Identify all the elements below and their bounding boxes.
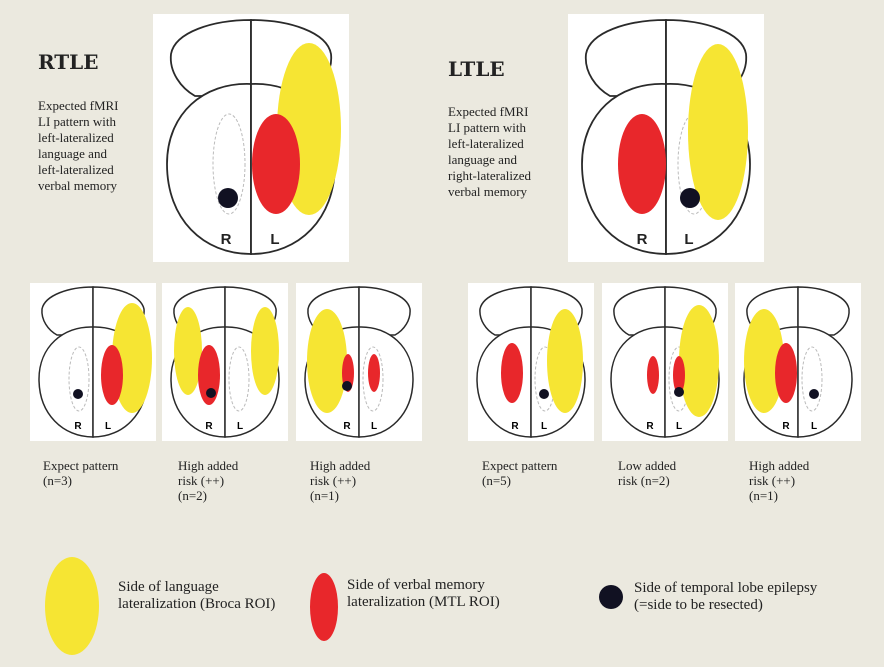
rtle-main-brain: R L [153,14,349,262]
language-region [307,309,347,413]
memory-region [101,345,123,405]
memory-region-left [368,354,380,392]
rtle-case-1-brain: R L [30,283,156,441]
right-hemisphere [167,84,251,254]
ltle-case-1-caption: Expect pattern (n=5) [482,458,557,488]
epilepsy-dot [680,188,700,208]
svg-text:L: L [684,231,693,248]
epilepsy-dot [218,188,238,208]
legend-memory-label: Side of verbal memory lateralization (MT… [347,577,500,611]
ltle-case-2-caption: Low added risk (n=2) [618,458,676,488]
legend-language-label: Side of language lateralization (Broca R… [118,579,275,613]
memory-region-right [647,356,659,394]
svg-text:R: R [511,421,519,432]
rtle-case-2-brain: R L [162,283,288,441]
svg-text:R: R [782,421,790,432]
svg-text:R: R [74,421,82,432]
rtle-case-3-brain: R L [296,283,422,441]
ltle-case-1-brain: R L [468,283,594,441]
ltle-case-3-brain: R L [735,283,861,441]
svg-text:L: L [237,421,243,432]
language-region [679,305,719,417]
svg-text:L: L [811,421,817,432]
svg-text:R: R [205,421,213,432]
rtle-case-2-caption: High added risk (++) (n=2) [178,458,238,503]
rtle-description: Expected fMRI LI pattern with left-later… [38,98,153,194]
rtle-case-3-caption: High added risk (++) (n=1) [310,458,370,503]
rtle-title: RTLE [38,50,98,74]
ltle-main-brain: R L [568,14,764,262]
svg-text:L: L [676,421,682,432]
ltle-description: Expected fMRI LI pattern with left-later… [448,104,568,200]
rtle-case-1-caption: Expect pattern (n=3) [43,458,118,488]
ltle-title: LTLE [448,57,505,81]
epilepsy-dot [809,389,819,399]
epilepsy-dot [342,381,352,391]
svg-text:L: L [541,421,547,432]
memory-region [501,343,523,403]
svg-text:R: R [646,421,654,432]
language-region [547,309,583,413]
epilepsy-dot [674,387,684,397]
language-region-left [251,307,279,395]
svg-text:R: R [343,421,351,432]
svg-text:L: L [105,421,111,432]
ltle-case-3-caption: High added risk (++) (n=1) [749,458,809,503]
legend-epilepsy-label: Side of temporal lobe epilepsy (=side to… [634,580,817,614]
legend-memory-swatch [309,572,339,642]
language-region-right [174,307,202,395]
svg-text:R: R [637,231,648,248]
ltle-case-2-brain: R L [602,283,728,441]
legend-language-swatch [44,556,100,656]
svg-text:L: L [371,421,377,432]
memory-region [618,114,666,214]
epilepsy-dot [73,389,83,399]
epilepsy-dot [206,388,216,398]
memory-region [775,343,797,403]
epilepsy-dot [539,389,549,399]
brain-label-l: L [270,231,279,248]
brain-label-r: R [221,231,232,248]
legend-epilepsy-swatch [598,584,624,610]
memory-region [252,114,300,214]
